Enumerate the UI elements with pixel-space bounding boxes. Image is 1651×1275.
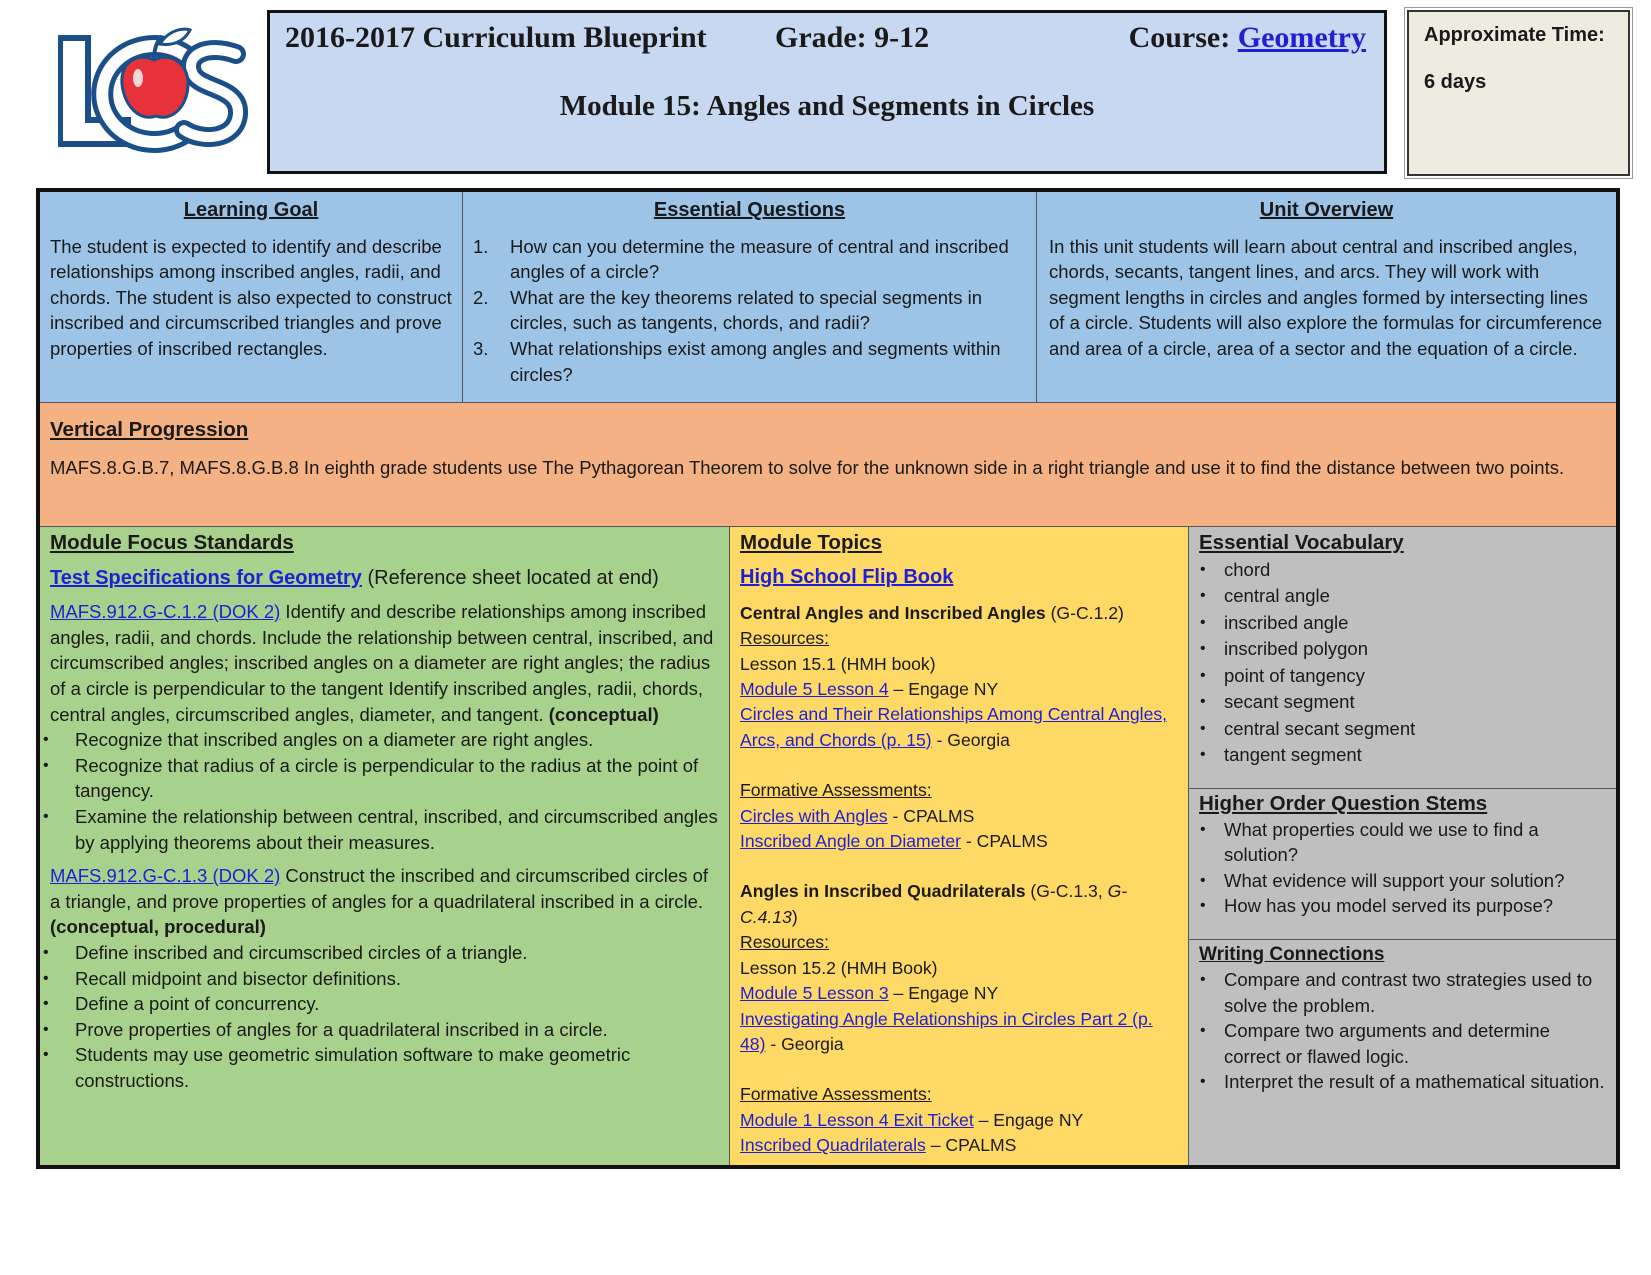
list-item: •inscribed polygon (1200, 638, 1368, 659)
grade-label: Grade: 9-12 (775, 21, 930, 54)
list-item: •central secant segment (1200, 717, 1416, 739)
hoq-title: Higher Order Question Stems (1199, 792, 1488, 815)
standard-link-g-c-1-2[interactable]: MAFS.912.G-C.1.2 (DOK 2) (50, 601, 281, 623)
course-link-geometry[interactable]: Geometry (1237, 21, 1366, 54)
essential-questions-title: Essential Questions (653, 199, 846, 221)
standard-g-c-1-3: MAFS.912.G-C.1.3 (DOK 2) Construct the i… (50, 865, 709, 938)
hoq-list: •What properties could we use to find a … (1199, 817, 1606, 919)
writing-list: •Compare and contrast two strategies use… (1199, 967, 1606, 1094)
test-specifications: Test Specifications for Geometry (Refere… (50, 566, 719, 592)
vertical-progression-title: Vertical Progression (50, 418, 249, 441)
vocabulary-title: Essential Vocabulary (1199, 531, 1404, 554)
list-item: •Recognize that inscribed angles on a di… (43, 729, 594, 751)
test-specifications-link[interactable]: Test Specifications for Geometry (50, 566, 362, 589)
blueprint-title: 2016-2017 Curriculum Blueprint (285, 21, 707, 54)
course: Course: Geometry (1129, 21, 1366, 55)
list-item: •Prove properties of angles for a quadri… (43, 1018, 608, 1040)
lesson-label: Lesson 15.1 (HMH book) (740, 653, 936, 674)
list-item: •What properties could we use to find a … (1200, 818, 1539, 866)
approximate-time-box: Approximate Time: 6 days (1404, 7, 1633, 179)
list-item: •Compare two arguments and determine cor… (1200, 1020, 1550, 1067)
unit-overview-text: In this unit students will learn about c… (1049, 235, 1603, 359)
resource-link[interactable]: Module 5 Lesson 3 (740, 983, 889, 1004)
list-item: •Recognize that radius of a circle is pe… (43, 754, 699, 802)
list-item: 2.What are the key theorems related to s… (473, 286, 982, 334)
blueprint-header: 2016-2017 Curriculum Blueprint Grade: 9-… (267, 10, 1387, 174)
learning-goal-cell: Learning Goal The student is expected to… (40, 192, 463, 402)
list-item: •inscribed angle (1200, 611, 1349, 633)
learning-goal-title: Learning Goal (183, 199, 319, 221)
formative-label: Formative Assessments: (740, 1084, 932, 1105)
assessment-link[interactable]: Inscribed Angle on Diameter (740, 831, 962, 852)
vocabulary-list: •chord •central angle •inscribed angle •… (1199, 557, 1606, 769)
unit-overview-cell: Unit Overview In this unit students will… (1037, 192, 1616, 402)
module-topics-cell: Module Topics High School Flip Book Cent… (730, 527, 1189, 1165)
time-label: Approximate Time: (1424, 24, 1605, 46)
lesson-label: Lesson 15.2 (HMH Book) (740, 957, 938, 978)
logo-letter-l (58, 35, 131, 147)
flip-book-link[interactable]: High School Flip Book (740, 566, 954, 589)
lcs-logo (58, 27, 248, 153)
list-item: •central angle (1200, 585, 1330, 606)
essential-questions-list: 1.How can you determine the measure of c… (473, 234, 1026, 388)
list-item: •secant segment (1200, 691, 1355, 712)
writing-connections-cell: Writing Connections •Compare and contras… (1189, 940, 1616, 1165)
test-spec-note: (Reference sheet located at end) (367, 566, 659, 589)
unit-overview-title: Unit Overview (1259, 199, 1394, 221)
standard-g-c-1-2: MAFS.912.G-C.1.2 (DOK 2) Identify and de… (50, 601, 714, 725)
resource-link[interactable]: Circles and Their Relationships Among Ce… (740, 704, 1168, 750)
list-item: •Interpret the result of a mathematical … (1200, 1071, 1605, 1093)
topic-1-heading: Central Angles and Inscribed Angles (G-C… (740, 602, 1124, 623)
assessment-link[interactable]: Module 1 Lesson 4 Exit Ticket (740, 1109, 974, 1130)
resources-label: Resources: (740, 932, 829, 953)
essential-questions-cell: Essential Questions 1.How can you determ… (463, 192, 1037, 402)
learning-goal-text: The student is expected to identify and … (50, 235, 452, 359)
module-topics-title: Module Topics (740, 531, 882, 554)
resource-link[interactable]: Investigating Angle Relationships in Cir… (740, 1008, 1153, 1054)
list-item: •chord (1200, 558, 1271, 580)
focus-standards-title: Module Focus Standards (50, 531, 294, 554)
standard-link-g-c-1-3[interactable]: MAFS.912.G-C.1.3 (DOK 2) (50, 865, 281, 887)
list-item: •Define a point of concurrency. (43, 993, 320, 1015)
vertical-progression-cell: Vertical Progression MAFS.8.G.B.7, MAFS.… (40, 402, 1616, 527)
list-item: •Define inscribed and circumscribed circ… (43, 941, 528, 963)
writing-title: Writing Connections (1199, 944, 1385, 965)
assessment-link[interactable]: Inscribed Quadrilaterals (740, 1135, 926, 1156)
list-item: •Examine the relationship between centra… (43, 805, 718, 853)
list-item: •point of tangency (1200, 664, 1365, 686)
list-item: 1.How can you determine the measure of c… (473, 235, 1009, 283)
topic-2-heading: Angles in Inscribed Quadrilaterals (G-C.… (740, 881, 1128, 927)
resource-link[interactable]: Module 5 Lesson 4 (740, 679, 889, 700)
standard-1-bullets: •Recognize that inscribed angles on a di… (42, 727, 719, 855)
module-focus-standards-cell: Module Focus Standards Test Specificatio… (40, 527, 730, 1165)
assessment-link[interactable]: Circles with Angles (740, 805, 888, 826)
module-title: Module 15: Angles and Segments in Circle… (559, 90, 1095, 122)
list-item: •tangent segment (1200, 744, 1362, 765)
essential-vocabulary-cell: Essential Vocabulary •chord •central ang… (1189, 527, 1616, 789)
list-item: •Recall midpoint and bisector definition… (43, 967, 401, 989)
list-item: •Compare and contrast two strategies use… (1200, 969, 1593, 1016)
blueprint-table: Learning Goal The student is expected to… (36, 188, 1620, 1169)
course-label: Course: (1128, 21, 1231, 54)
vertical-progression-text: MAFS.8.G.B.7, MAFS.8.G.B.8 In eighth gra… (50, 457, 1565, 478)
higher-order-questions-cell: Higher Order Question Stems •What proper… (1189, 789, 1616, 940)
list-item: •Students may use geometric simulation s… (43, 1044, 631, 1091)
list-item: •How has you model served its purpose? (1200, 895, 1554, 917)
time-value: 6 days (1424, 71, 1487, 93)
formative-label: Formative Assessments: (740, 780, 932, 801)
apple-icon (120, 27, 193, 119)
list-item: •What evidence will support your solutio… (1200, 869, 1565, 891)
standard-2-bullets: •Define inscribed and circumscribed circ… (42, 940, 719, 1094)
list-item: 3.What relationships exist among angles … (473, 337, 1001, 385)
resources-label: Resources: (740, 628, 829, 649)
